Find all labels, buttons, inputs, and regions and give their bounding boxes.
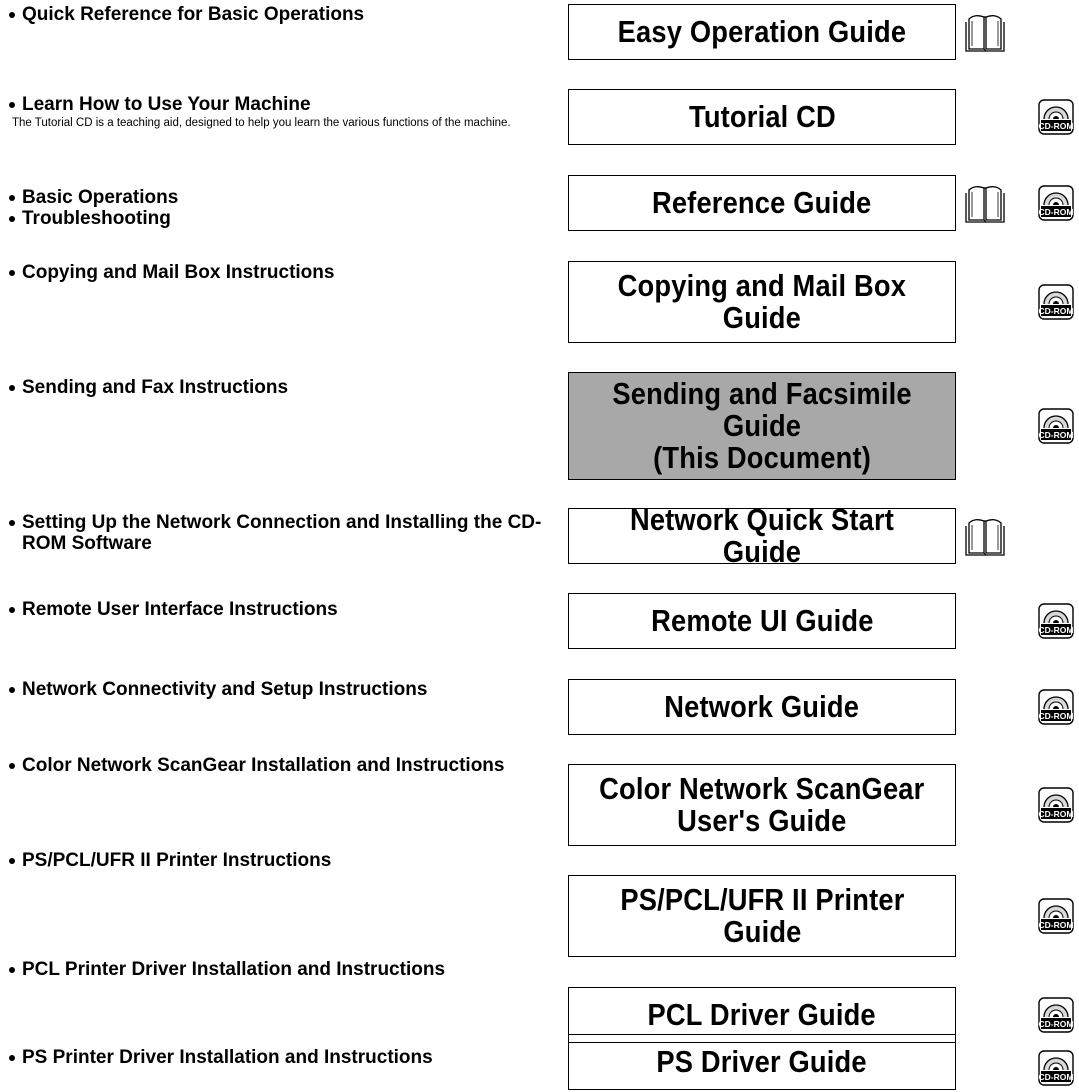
cd-rom-icon: CD-ROM [1038,997,1074,1038]
guide-title-box: Network Quick Start Guide [568,504,956,568]
guide-title: Easy Operation Guide [617,14,907,49]
guide-description: PCL Printer Driver Installation and Inst… [8,959,448,980]
guide-title-box: Network Guide [568,679,956,735]
guide-description: Quick Reference for Basic Operations [8,4,553,25]
bullet-item: PS Printer Driver Installation and Instr… [8,1047,448,1068]
guide-description: PS Printer Driver Installation and Instr… [8,1047,448,1068]
guide-title-box: Color Network ScanGear User's Guide [568,764,956,846]
cd-rom-icon: CD-ROM [1038,689,1074,730]
guide-title: Color Network ScanGear User's Guide [599,771,925,838]
guide-title: Reference Guide [652,185,872,220]
guide-title-box: Tutorial CD [568,89,956,145]
guide-title: Network Guide [664,689,860,724]
cd-rom-icon: CD-ROM [1038,1050,1074,1091]
cd-rom-icon: CD-ROM [1038,898,1074,939]
guide-title-box: PS/PCL/UFR II Printer Guide [568,875,956,957]
svg-text:CD-ROM: CD-ROM [1039,1072,1074,1082]
bullet-item: Troubleshooting [8,208,553,229]
open-book-icon [965,183,1005,228]
guide-title: Sending and Facsimile Guide (This Docume… [612,376,912,475]
svg-text:CD-ROM: CD-ROM [1039,306,1074,316]
guide-title-box: PCL Driver Guide [568,987,956,1043]
bullet-item: PS/PCL/UFR II Printer Instructions [8,850,553,871]
open-book-icon [965,516,1005,561]
bullet-item: Copying and Mail Box Instructions [8,262,553,283]
guide-description: Remote User Interface Instructions [8,599,553,620]
svg-text:CD-ROM: CD-ROM [1039,920,1074,930]
bullet-item: PCL Printer Driver Installation and Inst… [8,959,448,980]
cd-rom-icon: CD-ROM [1038,185,1074,226]
cd-rom-icon: CD-ROM [1038,408,1074,449]
guide-title: Copying and Mail Box Guide [617,268,907,335]
cd-rom-icon: CD-ROM [1038,99,1074,140]
guide-description: Network Connectivity and Setup Instructi… [8,679,553,700]
bullet-subtext: The Tutorial CD is a teaching aid, desig… [12,117,511,129]
svg-text:CD-ROM: CD-ROM [1039,430,1074,440]
guide-title: PS/PCL/UFR II Printer Guide [619,882,905,949]
guide-title: PS Driver Guide [656,1044,868,1079]
bullet-item: Sending and Fax Instructions [8,377,553,398]
guide-title-box: Reference Guide [568,175,956,231]
bullet-item: Color Network ScanGear Installation and … [8,755,528,776]
guide-title-box: Copying and Mail Box Guide [568,261,956,343]
guide-title-box: Easy Operation Guide [568,4,956,60]
guide-title: Remote UI Guide [650,603,874,638]
svg-text:CD-ROM: CD-ROM [1039,809,1074,819]
guide-title-box: PS Driver Guide [568,1034,956,1090]
svg-text:CD-ROM: CD-ROM [1039,625,1074,635]
guide-title: PCL Driver Guide [647,997,877,1032]
bullet-item: Quick Reference for Basic Operations [8,4,553,25]
open-book-icon [965,12,1005,57]
svg-text:CD-ROM: CD-ROM [1039,207,1074,217]
bullet-item: Basic Operations [8,187,553,208]
guide-title-box: Remote UI Guide [568,593,956,649]
cd-rom-icon: CD-ROM [1038,603,1074,644]
cd-rom-icon: CD-ROM [1038,284,1074,325]
bullet-item: Network Connectivity and Setup Instructi… [8,679,553,700]
guide-description: Sending and Fax Instructions [8,377,553,398]
bullet-item: Setting Up the Network Connection and In… [8,512,553,554]
svg-text:CD-ROM: CD-ROM [1039,1019,1074,1029]
svg-text:CD-ROM: CD-ROM [1039,121,1074,131]
svg-text:CD-ROM: CD-ROM [1039,711,1074,721]
guide-title-box: Sending and Facsimile Guide (This Docume… [568,372,956,480]
guide-title: Network Quick Start Guide [629,502,895,569]
guide-description: PS/PCL/UFR II Printer Instructions [8,850,553,871]
guide-description: Color Network ScanGear Installation and … [8,755,528,776]
guide-title: Tutorial CD [688,99,836,134]
bullet-item: Remote User Interface Instructions [8,599,553,620]
guide-description: Copying and Mail Box Instructions [8,262,553,283]
bullet-item: Learn How to Use Your Machine [8,94,553,115]
cd-rom-icon: CD-ROM [1038,787,1074,828]
guide-description: Setting Up the Network Connection and In… [8,512,553,554]
